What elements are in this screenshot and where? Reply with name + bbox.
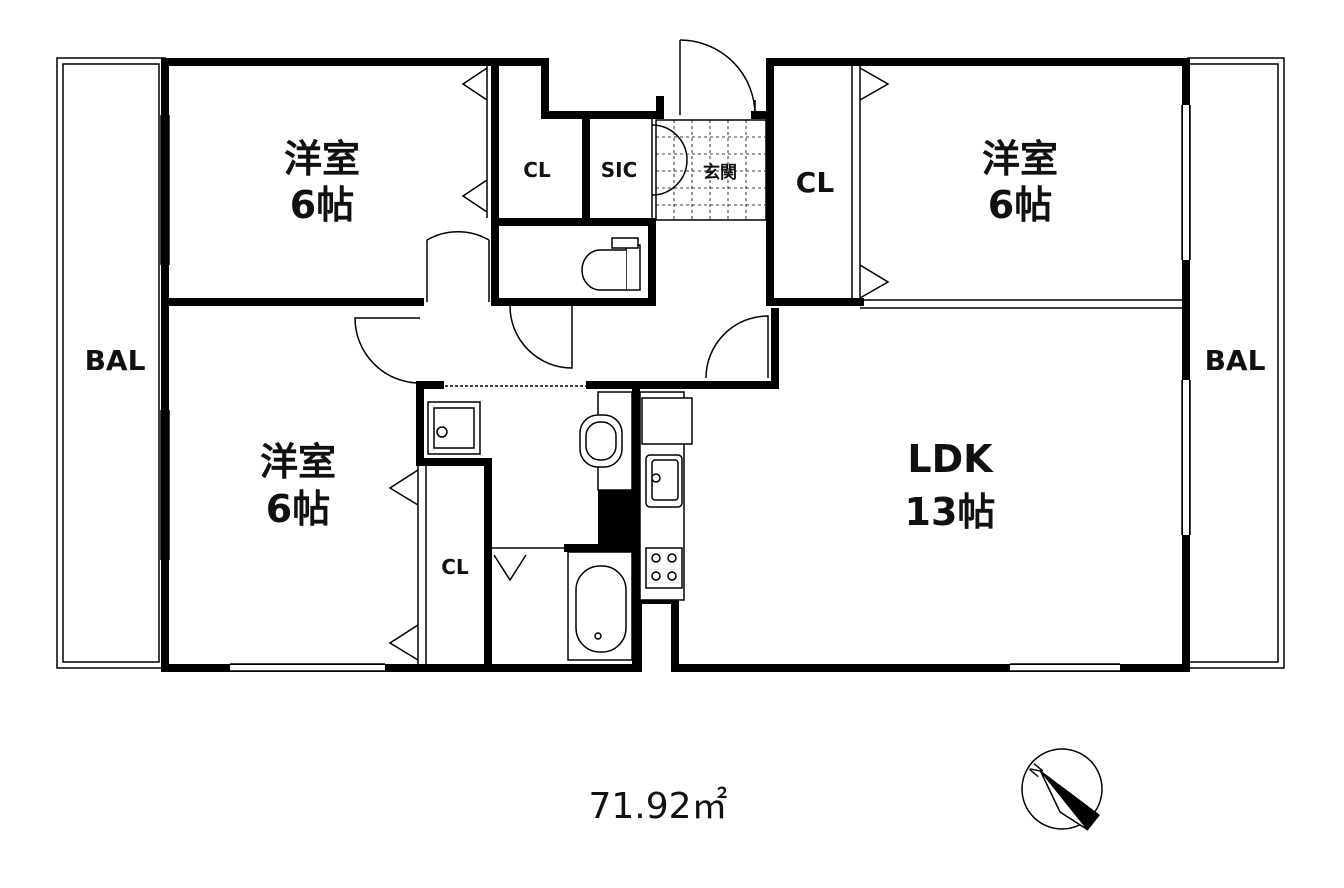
closet-label-bottom-left: CL (441, 555, 469, 579)
room-name-top-right: 洋室 (982, 137, 1058, 181)
wash-basin (579, 391, 633, 491)
room-name-ldk: LDK (907, 437, 994, 481)
bathtub (567, 551, 633, 661)
room-size-ldk: 13帖 (905, 490, 996, 534)
walls (161, 58, 1190, 672)
room-name-bottom-left: 洋室 (260, 440, 336, 484)
entrance-tiles (655, 119, 767, 221)
closet-label-top-left: CL (523, 158, 551, 182)
entrance-label: 玄関 (703, 162, 737, 183)
room-size-top-left: 6帖 (290, 183, 354, 227)
balcony-label-right: BAL (1205, 344, 1266, 377)
balcony-label-left: BAL (85, 344, 146, 377)
room-size-top-right: 6帖 (988, 183, 1052, 227)
total-area: 71.92㎡ (588, 785, 727, 827)
swing-doors (354, 39, 769, 384)
compass-icon: N (1021, 748, 1103, 831)
room-size-bottom-left: 6帖 (266, 487, 330, 531)
sic-label: SIC (601, 158, 638, 182)
toilet (581, 237, 641, 291)
kitchen (639, 391, 693, 601)
windows (160, 105, 1191, 672)
closet-doors (388, 62, 890, 665)
closet-label-top-right: CL (796, 166, 835, 199)
room-name-top-left: 洋室 (284, 137, 360, 181)
washing-machine (427, 401, 481, 455)
